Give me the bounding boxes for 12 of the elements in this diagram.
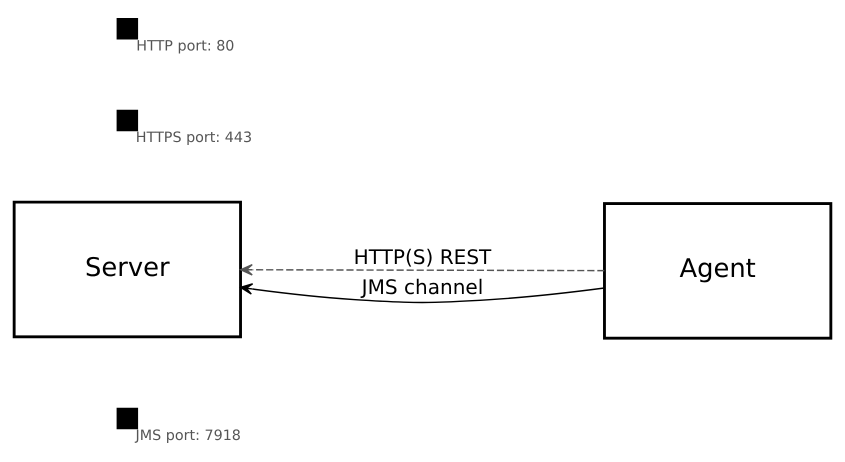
arrow xyxy=(240,263,604,276)
node-box xyxy=(116,18,138,39)
node-label: HTTPS port: 443 xyxy=(136,129,252,146)
node-label: HTTP port: 80 xyxy=(136,38,234,54)
node-box: Server xyxy=(12,200,242,338)
node-box xyxy=(116,407,138,429)
arrow xyxy=(240,282,604,303)
node-box xyxy=(116,109,138,131)
edge-label: JMS channel xyxy=(362,274,484,299)
node-label: JMS port: 7918 xyxy=(136,427,241,444)
edge-label: HTTP(S) REST xyxy=(354,244,492,269)
node-box: Agent xyxy=(603,202,832,340)
